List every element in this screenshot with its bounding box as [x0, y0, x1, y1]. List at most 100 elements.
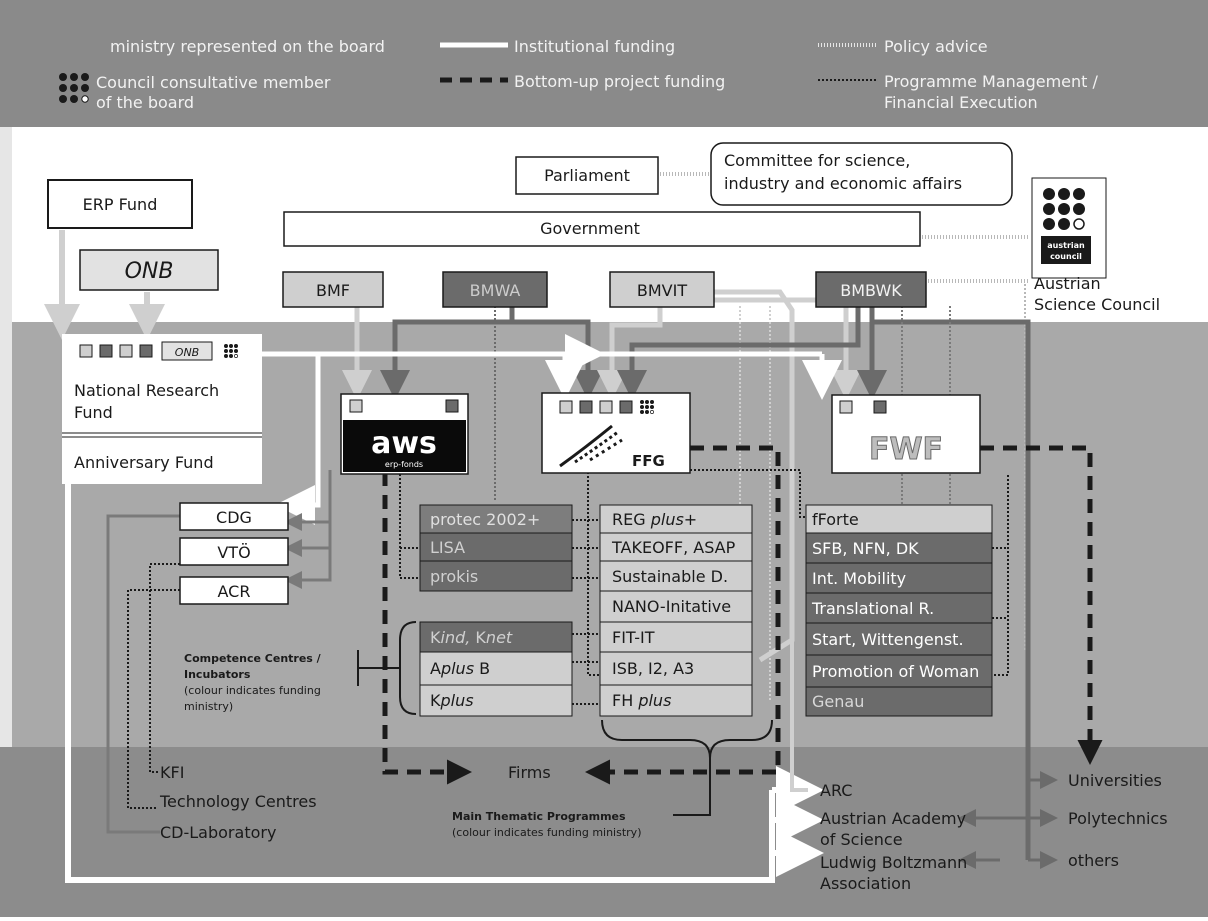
ffg-prog-nano: NANO-Initative: [612, 597, 731, 616]
committee-line2: industry and economic affairs: [724, 174, 962, 193]
ministry-bmwa[interactable]: BMWA: [442, 271, 548, 308]
ffg-prog-isb: ISB, I2, A3: [612, 659, 694, 678]
legend: ministry represented on the board Counci…: [59, 37, 1099, 112]
competence-title-1: Competence Centres /: [184, 652, 322, 665]
ffg-prog-takeoff: TAKEOFF, ASAP: [611, 538, 736, 557]
fwf-logo: FWF: [869, 432, 943, 467]
connectors: [44, 172, 1103, 883]
fwf-prog-translational: Translational R.: [811, 599, 934, 618]
nrf-council-dots-icon: [224, 344, 238, 358]
ffg-programmes: REG plus+ TAKEOFF, ASAP Sustainable D. N…: [599, 504, 753, 717]
academy-line1: Austrian Academy: [820, 809, 966, 828]
fwf-prog-start: Start, Wittengenst.: [812, 630, 964, 649]
aws-prog-protec: protec 2002+: [430, 510, 540, 529]
others-label: others: [1068, 851, 1119, 870]
science-council-line1: Austrian: [1034, 274, 1101, 293]
austrian-council-logo: austrian council: [1031, 177, 1107, 279]
committee-box[interactable]: Committee for science, industry and econ…: [710, 142, 1013, 206]
ffg-council-dots-icon: [640, 400, 654, 414]
erp-fund-box[interactable]: ERP Fund: [47, 179, 193, 229]
aws-programmes: protec 2002+ LISA prokis: [419, 504, 573, 592]
aws-prog-lisa: LISA: [430, 538, 465, 557]
competence-item-1: Kind, Knet: [430, 628, 513, 647]
universities-label: Universities: [1068, 771, 1162, 790]
ffg-prog-reg: REG plus+: [612, 510, 697, 529]
ministry-bmbwk[interactable]: BMBWK: [815, 271, 927, 308]
ffg-swirl-icon: [559, 424, 623, 468]
polytechnics-label: Polytechnics: [1068, 809, 1168, 828]
legend-council-line1: Council consultative member: [96, 73, 331, 92]
onb-box[interactable]: ONB: [79, 249, 219, 291]
vto-label: VTÖ: [217, 543, 250, 562]
kfi-label: KFI: [160, 763, 184, 782]
main-programmes-title: Main Thematic Programmes: [452, 810, 626, 823]
council-logo-word1: austrian: [1047, 241, 1085, 250]
government-label: Government: [540, 219, 640, 238]
academy-line2: of Science: [820, 830, 903, 849]
competence-note-2: ministry): [184, 700, 233, 713]
competence-centres: Kind, Knet Aplus B Kplus Competence Cent…: [184, 621, 573, 717]
erp-fund-label: ERP Fund: [83, 195, 158, 214]
ministry-bmbwk-label: BMBWK: [840, 281, 902, 300]
nrf-line1: National Research: [74, 381, 219, 400]
fwf-prog-sfb: SFB, NFN, DK: [812, 539, 919, 558]
competence-item-2: Aplus B: [430, 659, 490, 678]
cd-lab-label: CD-Laboratory: [160, 823, 276, 842]
parliament-label: Parliament: [544, 166, 630, 185]
legend-policy: Policy advice: [884, 37, 988, 56]
government-box[interactable]: Government: [283, 211, 921, 247]
anniversary-fund-label: Anniversary Fund: [74, 453, 214, 472]
firms-label: Firms: [508, 763, 551, 782]
ministry-bmvit-label: BMVIT: [637, 281, 687, 300]
acr-box[interactable]: ACR: [179, 576, 289, 605]
competence-note-1: (colour indicates funding: [184, 684, 321, 697]
science-council-line2: Science Council: [1034, 295, 1160, 314]
tech-centres-label: Technology Centres: [159, 792, 317, 811]
parliament-box[interactable]: Parliament: [515, 156, 659, 195]
ministry-bmvit[interactable]: BMVIT: [609, 271, 715, 308]
committee-line1: Committee for science,: [724, 151, 910, 170]
ministry-bmwa-label: BMWA: [470, 281, 521, 300]
nrf-onb-mini: ONB: [175, 346, 199, 359]
vto-box[interactable]: VTÖ: [179, 537, 289, 566]
cdg-label: CDG: [216, 508, 252, 527]
aws-prog-prokis: prokis: [430, 567, 478, 586]
council-logo-dots-icon: [1043, 188, 1085, 230]
competence-title-2: Incubators: [184, 668, 251, 681]
aws-logo: aws: [371, 426, 437, 461]
cdg-box[interactable]: CDG: [179, 502, 289, 531]
fwf-prog-genau: Genau: [812, 692, 864, 711]
legend-bottomup: Bottom-up project funding: [514, 72, 725, 91]
onb-logo: ONB: [125, 259, 174, 284]
legend-ministry: ministry represented on the board: [110, 37, 385, 56]
bottom-labels: KFI Technology Centres CD-Laboratory Fir…: [159, 763, 1168, 893]
aws-box[interactable]: aws erp-fonds: [340, 393, 469, 475]
council-logo-word2: council: [1050, 252, 1082, 261]
fwf-box[interactable]: FWF: [831, 394, 981, 474]
legend-programme-line2: Financial Execution: [884, 93, 1038, 112]
competence-item-3: Kplus: [430, 691, 474, 710]
legend-institutional: Institutional funding: [514, 37, 675, 56]
legend-council-line2: of the board: [96, 93, 194, 112]
ffg-box[interactable]: FFG: [541, 392, 691, 474]
ffg-prog-sustainable: Sustainable D.: [612, 567, 728, 586]
legend-band: [0, 0, 1208, 127]
fwf-prog-women: Promotion of Woman: [812, 662, 979, 681]
ministry-bmf[interactable]: BMF: [282, 271, 384, 308]
fwf-prog-mobility: Int. Mobility: [812, 569, 906, 588]
fwf-programmes: fForte SFB, NFN, DK Int. Mobility Transl…: [805, 504, 993, 717]
acr-label: ACR: [218, 582, 251, 601]
main-programmes-note: (colour indicates funding ministry): [452, 826, 641, 839]
council-dots-icon: [59, 73, 89, 103]
ministry-bmf-label: BMF: [316, 281, 350, 300]
legend-programme-line1: Programme Management /: [884, 72, 1099, 91]
nrf-line2: Fund: [74, 403, 113, 422]
national-research-fund-box[interactable]: ONB National Research Fund Anniversary F…: [62, 334, 262, 484]
fwf-prog-fforte: fForte: [812, 510, 859, 529]
aws-sub: erp-fonds: [385, 460, 423, 469]
ffg-prog-fh: FH plus: [612, 691, 671, 710]
ffg-prog-fitit: FIT-IT: [612, 628, 655, 647]
lba-line2: Association: [820, 874, 911, 893]
